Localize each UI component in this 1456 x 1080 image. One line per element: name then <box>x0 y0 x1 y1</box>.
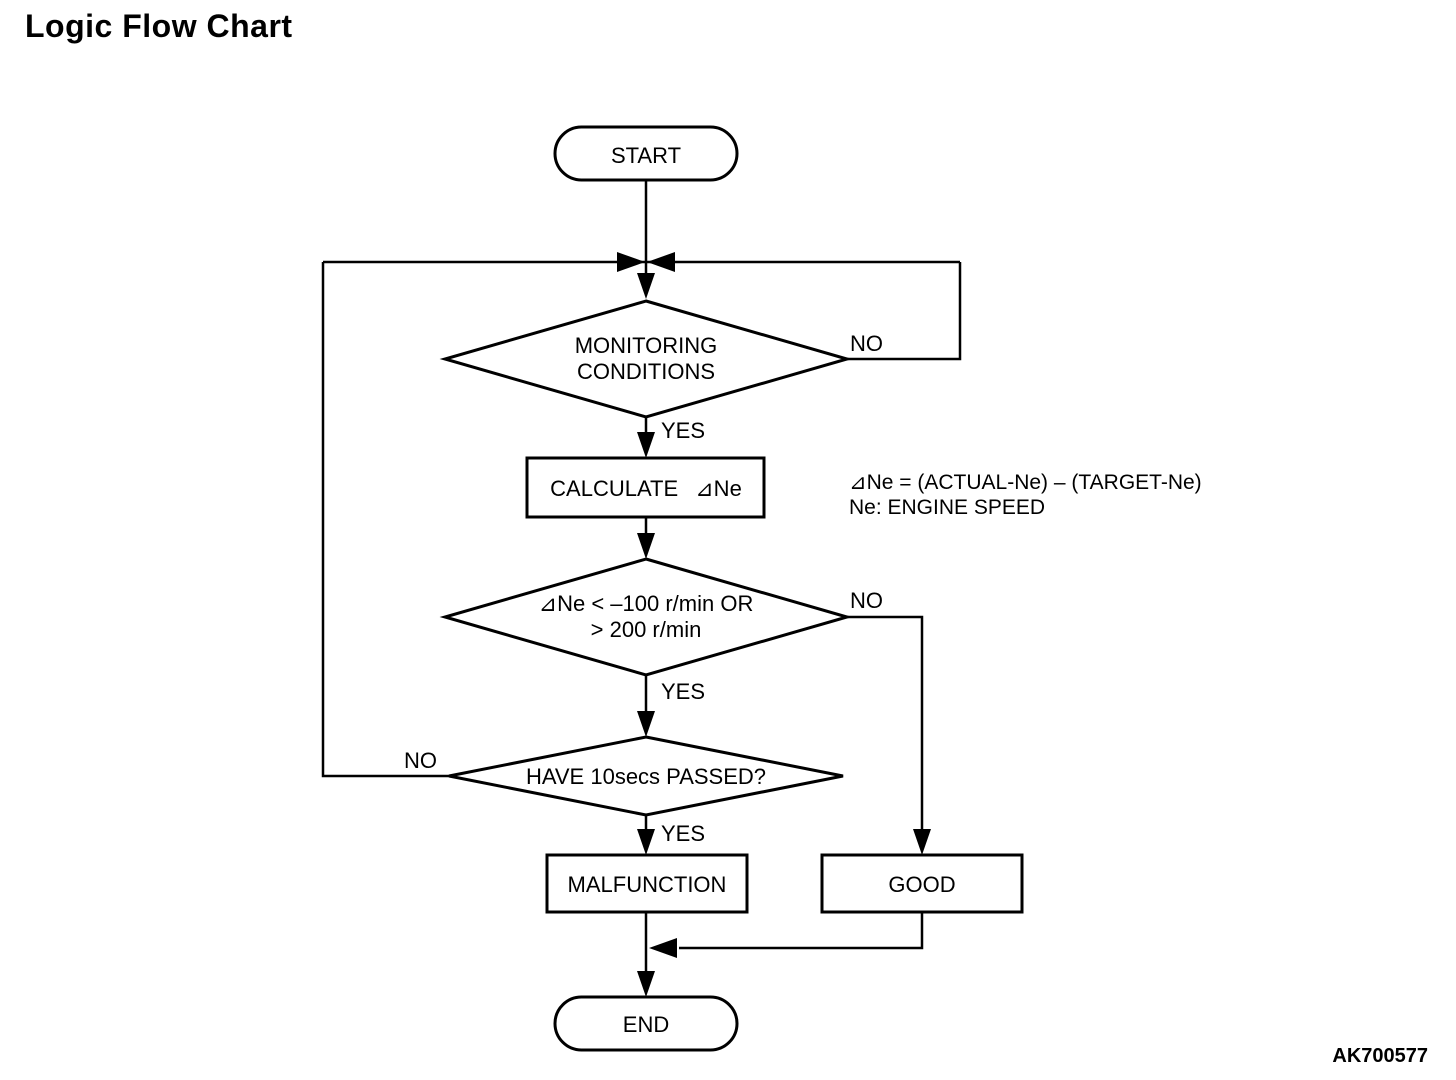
monitoring-yes-label: YES <box>661 418 705 443</box>
good-label: GOOD <box>888 872 955 897</box>
delta-no-label: NO <box>850 588 883 613</box>
passed-yes-label: YES <box>661 821 705 846</box>
ten-secs-passed-decision <box>448 735 844 817</box>
connector-good-to-merge <box>679 912 924 950</box>
arrow-down-icon <box>637 829 655 855</box>
delta-ne-decision <box>439 557 853 677</box>
connector-delta-no-to-good <box>847 615 924 831</box>
arrow-down-icon <box>637 533 655 559</box>
arrow-down-icon <box>637 711 655 737</box>
delta-yes-label: YES <box>661 679 705 704</box>
arrow-left-icon <box>649 938 677 958</box>
end-label: END <box>623 1012 669 1037</box>
delta-ne-label-line2: > 200 r/min <box>591 617 702 642</box>
arrow-right-icon <box>617 252 645 272</box>
monitoring-no-label: NO <box>850 331 883 356</box>
end-node <box>553 995 739 1052</box>
figure-code: AK700577 <box>1332 1045 1428 1067</box>
delta-ne-label-line1: ⊿Ne < –100 r/min OR <box>539 591 754 616</box>
page-title: Logic Flow Chart <box>25 8 293 44</box>
monitoring-conditions-label-line2: CONDITIONS <box>577 359 715 384</box>
connector-passed-no-loop <box>321 262 449 778</box>
arrow-down-icon <box>637 432 655 458</box>
start-label: START <box>611 143 681 168</box>
arrow-left-icon <box>647 252 675 272</box>
passed-no-label: NO <box>404 748 437 773</box>
delta-ne-definition-note-line2: Ne: ENGINE SPEED <box>849 496 1045 519</box>
delta-ne-definition-note-line1: ⊿Ne = (ACTUAL-Ne) – (TARGET-Ne) <box>849 471 1202 494</box>
malfunction-node <box>545 853 749 914</box>
good-node <box>820 853 1024 914</box>
calculate-label: CALCULATE ⊿Ne <box>550 476 742 501</box>
arrow-down-icon <box>637 273 655 299</box>
start-node <box>553 125 739 182</box>
calculate-process-node <box>525 456 766 519</box>
ten-secs-passed-label: HAVE 10secs PASSED? <box>526 764 766 789</box>
malfunction-label: MALFUNCTION <box>568 872 727 897</box>
monitoring-conditions-decision <box>439 299 853 419</box>
arrow-down-icon <box>637 971 655 997</box>
arrow-down-icon <box>913 829 931 855</box>
monitoring-conditions-label-line1: MONITORING <box>575 333 718 358</box>
connector-monitoring-no-loop <box>847 262 962 361</box>
